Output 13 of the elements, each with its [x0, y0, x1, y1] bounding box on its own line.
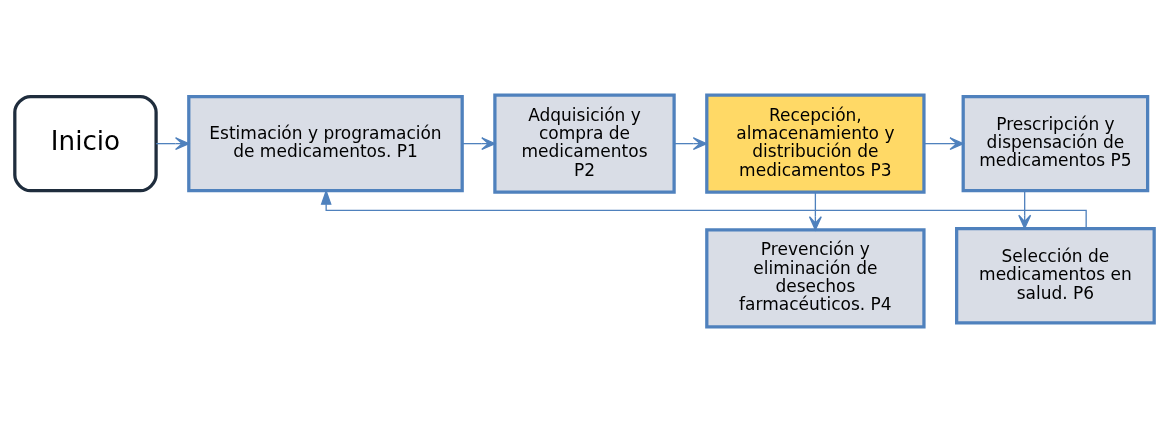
node-box: Selección de medicamentos en salud. P6	[955, 226, 1156, 324]
arrow	[673, 136, 708, 150]
node-box: Prevención y eliminación de desechos farmacéuticos. P4	[705, 227, 926, 328]
arrow	[155, 136, 190, 150]
node-box: Prescripción y dispensación de medicamentos P5	[961, 94, 1150, 192]
arrow	[1018, 189, 1032, 229]
node-box: Inicio	[13, 94, 158, 192]
node-box: Adquisición y compra de medicamentos P2	[493, 93, 676, 194]
arrow	[808, 191, 822, 230]
node-box: Estimación y programación de medicamentos. P1	[187, 94, 464, 192]
arrow	[461, 136, 496, 150]
node-box: Recepción, almacenamiento y distribución de medicamentos P3	[705, 93, 926, 194]
arrow	[923, 136, 964, 150]
